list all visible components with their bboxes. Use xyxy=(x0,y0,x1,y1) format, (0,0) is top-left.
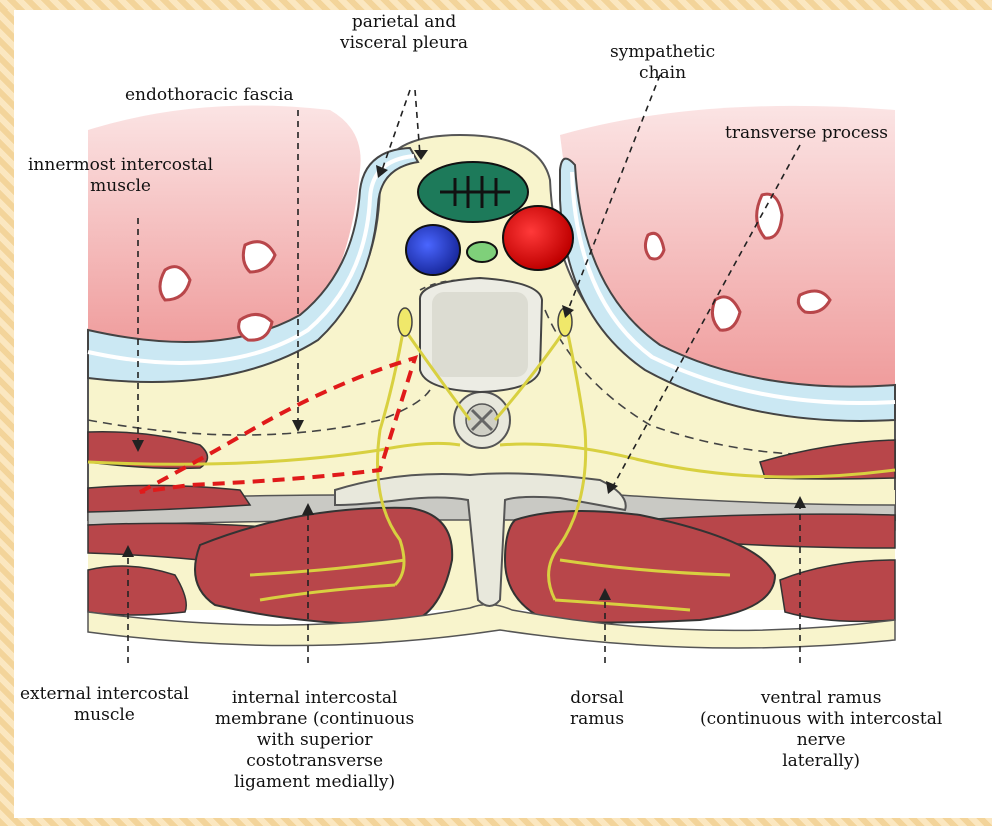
label-innermost-intercostal: innermost intercostal muscle xyxy=(28,155,213,197)
label-pleura: parietal and visceral pleura xyxy=(340,12,468,54)
label-internal-line-3: with superior xyxy=(215,730,414,751)
label-dorsal-line-1: dorsal xyxy=(570,688,624,709)
label-sympathetic-chain: sympathetic chain xyxy=(610,42,715,84)
azygos-vein xyxy=(406,225,460,275)
label-transverse-process: transverse process xyxy=(725,123,888,144)
label-innermost-line-2: muscle xyxy=(28,176,213,197)
label-external-line-2: muscle xyxy=(20,705,189,726)
sympathetic-ganglion-left xyxy=(398,308,412,336)
label-dorsal-line-2: ramus xyxy=(570,709,624,730)
skin-bottom xyxy=(88,604,895,648)
label-external-line-1: external intercostal xyxy=(20,684,189,705)
label-ventral-line-3: nerve xyxy=(700,730,942,751)
label-internal-line-5: ligament medially) xyxy=(215,772,414,793)
label-ventral-ramus: ventral ramus (continuous with intercost… xyxy=(700,688,942,772)
label-innermost-line-1: innermost intercostal xyxy=(28,155,213,176)
label-internal-line-4: costotransverse xyxy=(215,751,414,772)
label-sympathetic-line-1: sympathetic xyxy=(610,42,715,63)
lung-vessel-4 xyxy=(645,233,664,259)
left-outer-muscle xyxy=(88,566,186,615)
label-internal-line-1: internal intercostal xyxy=(215,688,414,709)
aorta xyxy=(503,206,573,270)
label-ventral-line-2: (continuous with intercostal xyxy=(700,709,942,730)
label-external-intercostal: external intercostal muscle xyxy=(20,684,189,726)
label-internal-line-2: membrane (continuous xyxy=(215,709,414,730)
label-pleura-line-2: visceral pleura xyxy=(340,33,468,54)
label-sympathetic-line-2: chain xyxy=(610,63,715,84)
label-pleura-line-1: parietal and xyxy=(340,12,468,33)
label-endothoracic-line-1: endothoracic fascia xyxy=(125,85,294,106)
label-internal-intercostal-membrane: internal intercostal membrane (continuou… xyxy=(215,688,414,793)
label-ventral-line-1: ventral ramus xyxy=(700,688,942,709)
label-endothoracic-fascia: endothoracic fascia xyxy=(125,85,294,106)
label-transverse-line-1: transverse process xyxy=(725,123,888,144)
label-dorsal-ramus: dorsal ramus xyxy=(570,688,624,730)
thoracic-duct xyxy=(467,242,497,262)
label-ventral-line-4: laterally) xyxy=(700,751,942,772)
